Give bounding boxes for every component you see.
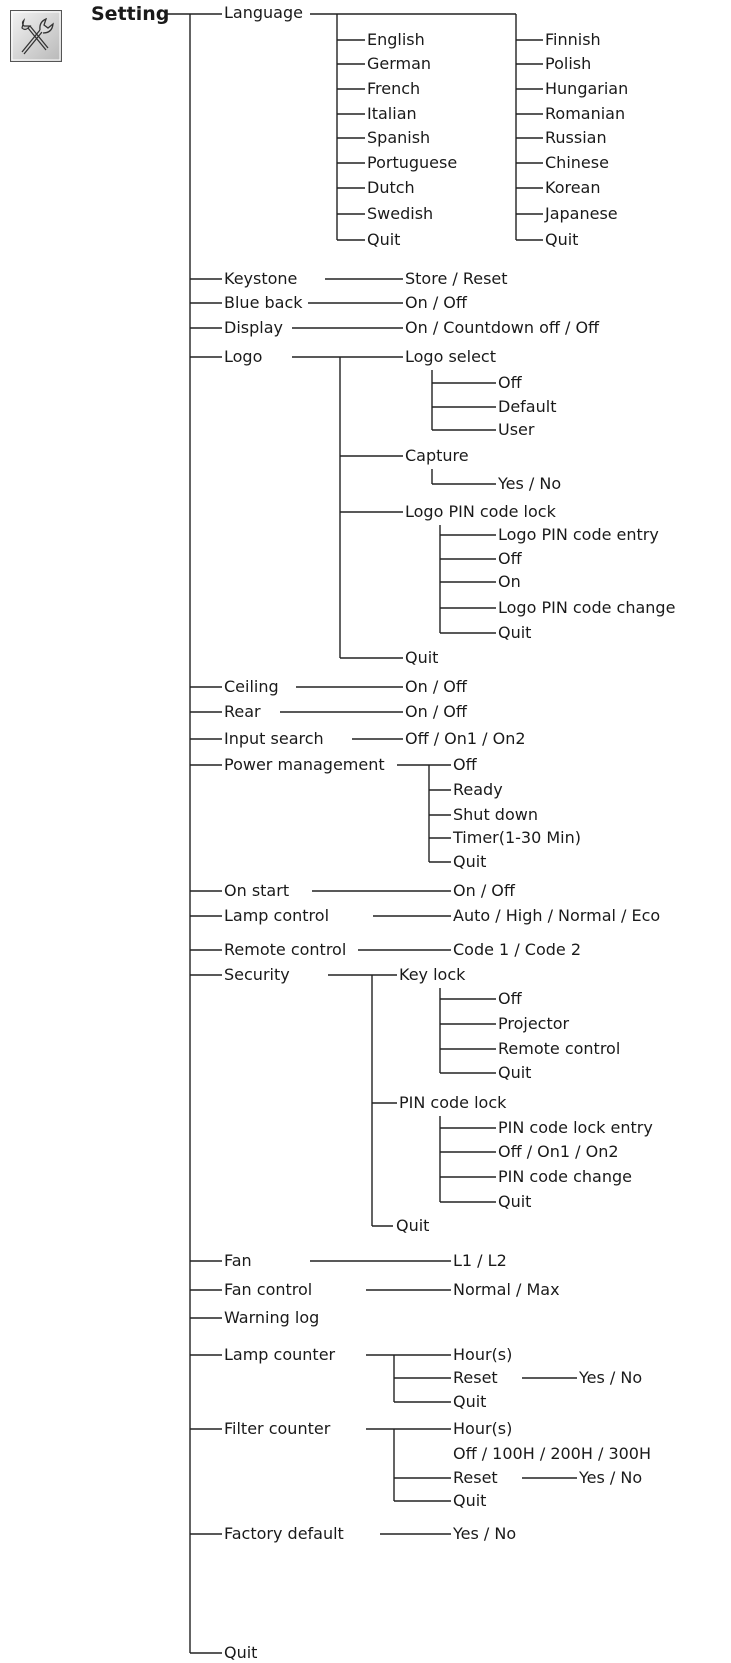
language-option[interactable]: Russian — [545, 128, 607, 147]
security-key-lock[interactable]: Key lock — [399, 965, 466, 984]
logo-select-option[interactable]: Default — [498, 397, 557, 416]
menu-lamp-control[interactable]: Lamp control — [224, 906, 330, 925]
language-option[interactable]: Japanese — [545, 204, 618, 223]
language-option[interactable]: Polish — [545, 54, 592, 73]
display-value[interactable]: On / Countdown off / Off — [405, 318, 600, 337]
keystone-value[interactable]: Store / Reset — [405, 269, 508, 288]
menu-on-start[interactable]: On start — [224, 881, 290, 900]
language-option[interactable]: Italian — [367, 104, 417, 123]
language-option[interactable]: Portuguese — [367, 153, 458, 172]
input-search-value[interactable]: Off / On1 / On2 — [405, 729, 526, 748]
language-quit[interactable]: Quit — [367, 230, 401, 249]
filter-counter-hours: Hour(s) — [453, 1419, 513, 1438]
pin-lock-option[interactable]: Off / On1 / On2 — [498, 1142, 619, 1161]
menu-warning-log[interactable]: Warning log — [224, 1308, 320, 1327]
wrench-icon — [10, 10, 62, 62]
pin-lock-option[interactable]: PIN code change — [498, 1167, 632, 1186]
logo-pin-option[interactable]: Off — [498, 549, 522, 568]
menu-fan[interactable]: Fan — [224, 1251, 252, 1270]
power-option[interactable]: Off — [453, 755, 477, 774]
logo-pin-code-lock[interactable]: Logo PIN code lock — [405, 502, 556, 521]
lamp-control-value[interactable]: Auto / High / Normal / Eco — [453, 906, 661, 925]
language-option[interactable]: French — [367, 79, 421, 98]
power-quit[interactable]: Quit — [453, 852, 487, 871]
filter-counter-reset-value[interactable]: Yes / No — [579, 1468, 643, 1487]
logo-capture[interactable]: Capture — [405, 446, 469, 465]
language-option[interactable]: Dutch — [367, 178, 415, 197]
language-option[interactable]: Finnish — [545, 30, 601, 49]
logo-pin-option[interactable]: Logo PIN code entry — [498, 525, 659, 544]
menu-filter-counter[interactable]: Filter counter — [224, 1419, 331, 1438]
menu-security[interactable]: Security — [224, 965, 290, 984]
language-option[interactable]: Romanian — [545, 104, 626, 123]
filter-counter-quit[interactable]: Quit — [453, 1491, 487, 1510]
fan-value[interactable]: L1 / L2 — [453, 1251, 507, 1270]
pin-lock-option[interactable]: PIN code lock entry — [498, 1118, 653, 1137]
menu-rear[interactable]: Rear — [224, 702, 261, 721]
menu-language[interactable]: Language — [224, 3, 303, 22]
menu-factory-default[interactable]: Factory default — [224, 1524, 344, 1543]
lamp-counter-quit[interactable]: Quit — [453, 1392, 487, 1411]
blue-back-value[interactable]: On / Off — [405, 293, 467, 312]
menu-blue-back[interactable]: Blue back — [224, 293, 303, 312]
menu-power-management[interactable]: Power management — [224, 755, 385, 774]
lamp-counter-hours: Hour(s) — [453, 1345, 513, 1364]
language-option[interactable]: Hungarian — [545, 79, 629, 98]
logo-select[interactable]: Logo select — [405, 347, 496, 366]
menu-remote-control[interactable]: Remote control — [224, 940, 347, 959]
menu-lamp-counter[interactable]: Lamp counter — [224, 1345, 336, 1364]
security-pin-code-lock[interactable]: PIN code lock — [399, 1093, 507, 1112]
filter-counter-reset[interactable]: Reset — [453, 1468, 498, 1487]
menu-ceiling[interactable]: Ceiling — [224, 677, 279, 696]
logo-pin-option[interactable]: On — [498, 572, 521, 591]
logo-select-option[interactable]: User — [498, 420, 535, 439]
on-start-value[interactable]: On / Off — [453, 881, 515, 900]
capture-value[interactable]: Yes / No — [498, 474, 562, 493]
key-lock-option[interactable]: Remote control — [498, 1039, 621, 1058]
menu-input-search[interactable]: Input search — [224, 729, 324, 748]
menu-quit[interactable]: Quit — [224, 1643, 258, 1662]
power-option[interactable]: Shut down — [453, 805, 538, 824]
fan-control-value[interactable]: Normal / Max — [453, 1280, 560, 1299]
power-option[interactable]: Ready — [453, 780, 503, 799]
language-option[interactable]: German — [367, 54, 432, 73]
language-option[interactable]: Swedish — [367, 204, 434, 223]
language-option[interactable]: English — [367, 30, 425, 49]
menu-display[interactable]: Display — [224, 318, 283, 337]
menu-fan-control[interactable]: Fan control — [224, 1280, 313, 1299]
logo-select-option[interactable]: Off — [498, 373, 522, 392]
logo-pin-option[interactable]: Logo PIN code change — [498, 598, 676, 617]
remote-control-value[interactable]: Code 1 / Code 2 — [453, 940, 582, 959]
factory-default-value[interactable]: Yes / No — [453, 1524, 517, 1543]
lamp-counter-reset[interactable]: Reset — [453, 1368, 498, 1387]
logo-pin-quit[interactable]: Quit — [498, 623, 532, 642]
key-lock-option[interactable]: Off — [498, 989, 522, 1008]
power-option[interactable]: Timer(1-30 Min) — [453, 828, 582, 847]
logo-quit[interactable]: Quit — [405, 648, 439, 667]
filter-counter-options[interactable]: Off / 100H / 200H / 300H — [453, 1444, 652, 1463]
language-quit[interactable]: Quit — [545, 230, 579, 249]
menu-logo[interactable]: Logo — [224, 347, 263, 366]
menu-keystone[interactable]: Keystone — [224, 269, 298, 288]
language-option[interactable]: Korean — [545, 178, 601, 197]
language-option[interactable]: Spanish — [367, 128, 431, 147]
key-lock-option[interactable]: Projector — [498, 1014, 570, 1033]
security-quit[interactable]: Quit — [396, 1216, 430, 1235]
pin-lock-quit[interactable]: Quit — [498, 1192, 532, 1211]
key-lock-quit[interactable]: Quit — [498, 1063, 532, 1082]
language-option[interactable]: Chinese — [545, 153, 609, 172]
ceiling-value[interactable]: On / Off — [405, 677, 467, 696]
rear-value[interactable]: On / Off — [405, 702, 467, 721]
lamp-counter-reset-value[interactable]: Yes / No — [579, 1368, 643, 1387]
page-title: Setting — [91, 3, 170, 25]
